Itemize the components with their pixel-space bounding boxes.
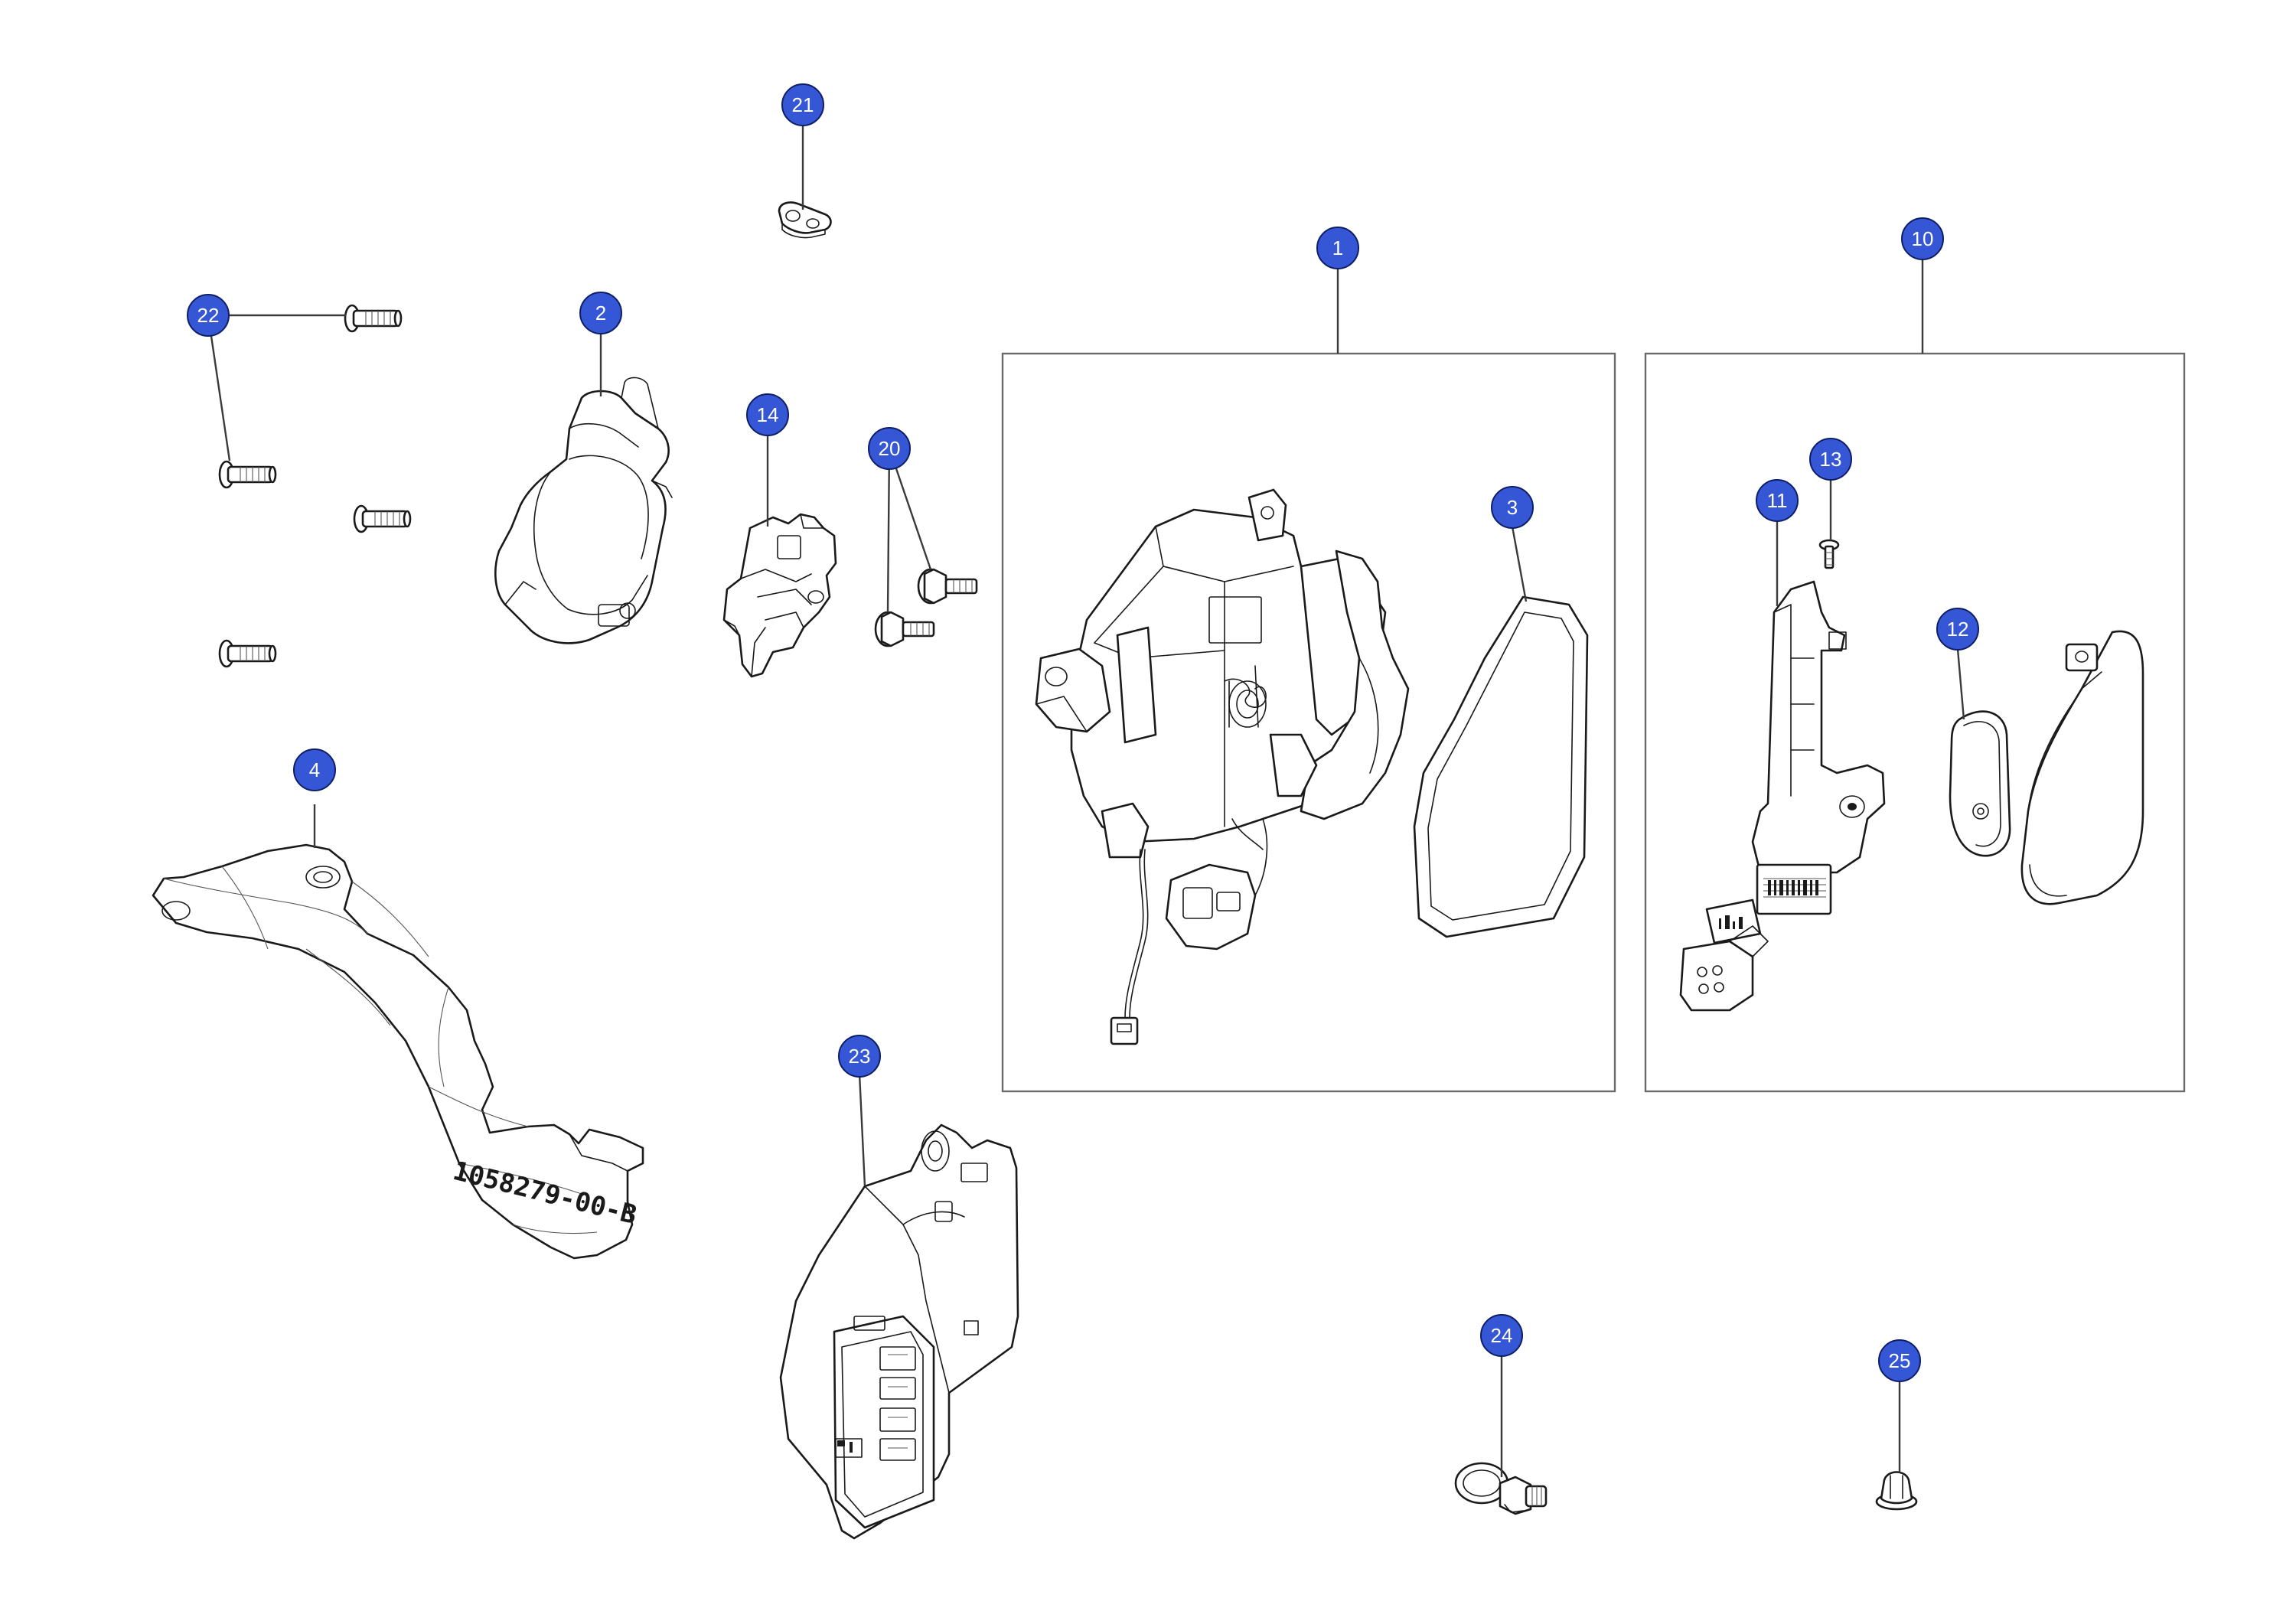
part-21-clip[interactable] (778, 201, 832, 239)
callout-badge (1316, 227, 1359, 269)
part-3-gasket[interactable] (1413, 595, 1589, 938)
callout-label: 25 (1889, 1349, 1911, 1372)
callout-1[interactable]: 1 (1316, 227, 1359, 269)
callout-badge (1809, 438, 1852, 481)
callout-badge (1901, 217, 1944, 260)
callout-10[interactable]: 10 (1901, 217, 1944, 260)
leader-3 (1511, 526, 1528, 602)
callout-14[interactable]: 14 (746, 393, 789, 436)
leader-12 (1956, 648, 1965, 720)
part-14-latch[interactable] (722, 513, 837, 678)
callout-badge (838, 1035, 881, 1078)
part-1-actuator-assembly[interactable] (1035, 488, 1410, 1045)
callout-badge (1756, 479, 1799, 522)
part-23-control-module[interactable] (779, 1123, 1019, 1540)
callout-label: 22 (197, 304, 220, 327)
callout-badge (1480, 1314, 1523, 1357)
callout-21[interactable]: 21 (781, 83, 824, 126)
callout-20[interactable]: 20 (868, 427, 911, 470)
part-12-pad[interactable] (1949, 710, 2011, 857)
callout-12[interactable]: 12 (1936, 608, 1979, 651)
callout-label: 3 (1507, 496, 1518, 519)
assembly-10-group-box (1644, 352, 2186, 1093)
part-2-cover-bracket[interactable] (494, 377, 673, 644)
fastener-20b (874, 611, 935, 647)
callout-badge (781, 83, 824, 126)
callout-23[interactable]: 23 (838, 1035, 881, 1078)
callout-3[interactable]: 3 (1491, 486, 1534, 529)
part-25-nut[interactable] (1875, 1471, 1918, 1511)
callout-badge (746, 393, 789, 436)
callout-badge (1878, 1339, 1921, 1382)
callout-label: 23 (849, 1045, 871, 1068)
callout-24[interactable]: 24 (1480, 1314, 1523, 1357)
part-24-grommet-fastener[interactable] (1454, 1462, 1548, 1515)
callout-label: 21 (792, 93, 814, 116)
part-4-rail-channel[interactable]: 1058279-00-B (152, 843, 644, 1260)
part-11-bracket-connector[interactable] (1679, 580, 1886, 1012)
callout-11[interactable]: 11 (1756, 479, 1799, 522)
callout-label: 10 (1912, 227, 1934, 250)
part-20-fasteners[interactable] (874, 568, 978, 647)
callout-badge (579, 292, 622, 334)
part-13-screw[interactable] (1818, 539, 1840, 569)
callout-4[interactable]: 4 (293, 748, 336, 791)
bolt-22a (344, 304, 403, 333)
callout-25[interactable]: 25 (1878, 1339, 1921, 1382)
callout-label: 20 (879, 437, 901, 460)
leader-22b (207, 315, 231, 461)
callout-13[interactable]: 13 (1809, 438, 1852, 481)
callout-label: 24 (1491, 1324, 1513, 1347)
callout-label: 11 (1767, 489, 1788, 512)
callout-label: 4 (309, 758, 320, 781)
part-22-bolts[interactable] (218, 304, 412, 668)
callout-label: 1 (1332, 236, 1343, 259)
callout-22[interactable]: 22 (187, 294, 230, 337)
callout-label: 2 (595, 302, 606, 324)
callout-label: 14 (757, 403, 779, 426)
leader-20b (886, 448, 891, 613)
bolt-22c (353, 504, 412, 533)
leader-23 (858, 1073, 866, 1187)
callout-label: 13 (1820, 448, 1842, 471)
callout-badge (868, 427, 911, 470)
callout-badge (1936, 608, 1979, 651)
fastener-20a (917, 568, 978, 605)
callout-badge (1491, 486, 1534, 529)
callout-badge (293, 748, 336, 791)
assembly-1-group-box (1001, 352, 1616, 1093)
part-10-mirror-glass (2020, 630, 2144, 905)
callout-2[interactable]: 2 (579, 292, 622, 334)
callout-label: 12 (1947, 618, 1969, 641)
bolt-22b (218, 460, 277, 489)
bolt-22d (218, 639, 277, 668)
callout-badge (187, 294, 230, 337)
